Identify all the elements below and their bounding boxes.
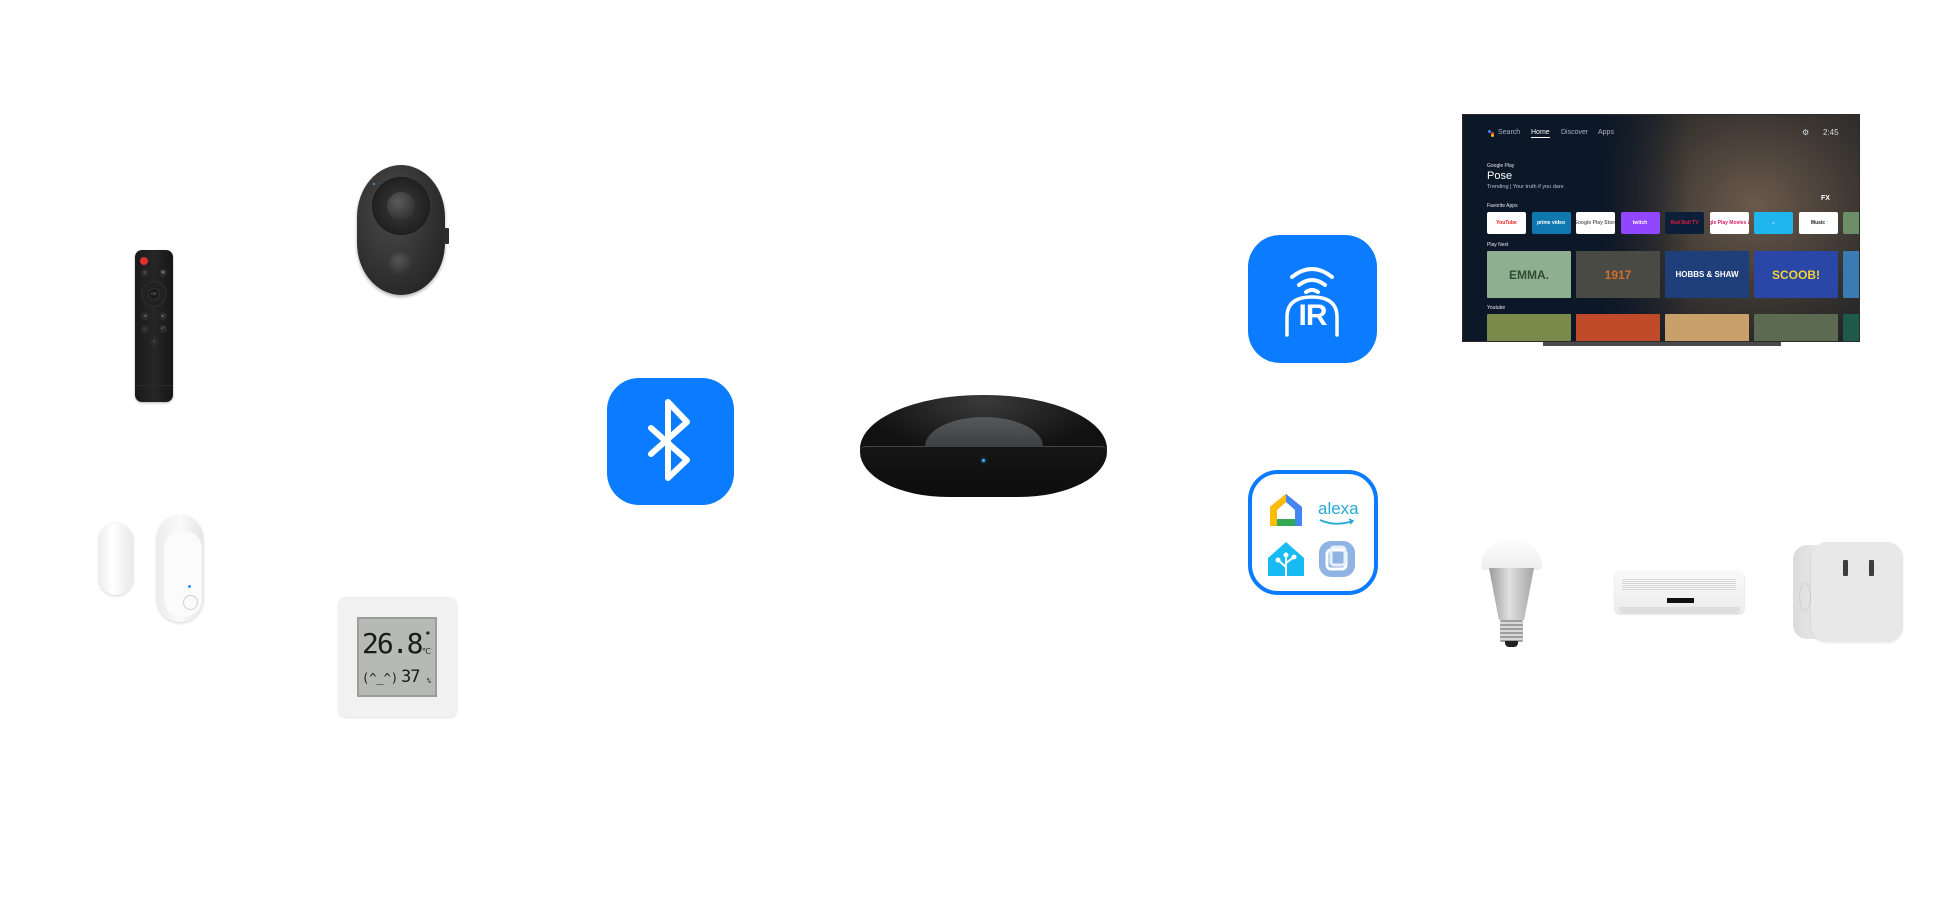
plug-slot: [1869, 560, 1874, 576]
gamepad-dpad-ring: [374, 179, 428, 233]
tv-youtube-thumbnail[interactable]: [1665, 314, 1749, 341]
tv-app-tile[interactable]: ⌂: [1754, 212, 1793, 234]
gamepad-joystick: [387, 192, 415, 220]
door-sensor-led: [188, 585, 191, 588]
humidity-unit: %: [426, 677, 431, 685]
google-assistant-icon: [1488, 130, 1494, 137]
gamepad-led: [373, 183, 375, 185]
tv-clock: 2:45: [1823, 128, 1839, 137]
gamepad-power-switch: [443, 228, 449, 244]
tv-feature-title: Pose: [1487, 170, 1513, 182]
tv-app-tile[interactable]: Music: [1798, 212, 1838, 234]
tv-app-tile[interactable]: Red Bull TV: [1665, 212, 1704, 234]
plug-slot: [1843, 560, 1848, 576]
tv-play-next-thumbnail[interactable]: EMMA.: [1487, 251, 1571, 298]
bulb-icon: [1480, 540, 1543, 648]
remote-ok-button: OK: [149, 289, 159, 299]
door-sensor-icon: [157, 515, 203, 622]
tv-youtube-thumbnail[interactable]: [1487, 314, 1571, 341]
tv-nav-apps[interactable]: Apps: [1598, 129, 1614, 136]
ir-label: IR: [1298, 299, 1328, 332]
tv-screen: Search Home Discover Apps ⚙ 2:45 Google …: [1462, 114, 1860, 342]
tv-app-tile[interactable]: twitch: [1620, 212, 1660, 234]
ir-wifi-icon: IR: [1248, 235, 1377, 363]
tv-app-tile[interactable]: [1843, 212, 1859, 234]
gamepad-icon: [357, 165, 449, 295]
tv-nav-home[interactable]: Home: [1531, 129, 1550, 138]
thermometer-icon: 26.8 ✱ ℃ (^_^) 37 %: [338, 597, 457, 717]
homey-icon: [1319, 541, 1355, 577]
remote-power-button: [140, 257, 148, 265]
tv-play-next-label: Play Next: [1487, 242, 1509, 248]
air-conditioner-icon: [1615, 571, 1744, 613]
tv-youtube-thumbnail[interactable]: [1843, 314, 1859, 341]
remote-mic-button: •: [150, 338, 158, 346]
remote-back-button: ↶: [159, 325, 167, 333]
home-assistant-icon: [1268, 542, 1304, 576]
remote-dpad: OK: [141, 281, 167, 307]
google-home-icon: [1270, 494, 1302, 526]
tv-app-tile[interactable]: Google Play Store: [1576, 212, 1615, 234]
temperature-unit: ℃: [422, 647, 431, 656]
gear-icon[interactable]: ⚙: [1802, 128, 1810, 137]
alexa-icon: alexa: [1318, 499, 1359, 518]
tv-source-label: Google Play: [1487, 163, 1515, 169]
door-sensor-button: [183, 595, 198, 610]
door-sensor-magnet-icon: [99, 523, 133, 595]
smart-plug-icon: [1793, 542, 1903, 642]
remote-vol-up-button: ▸: [159, 312, 167, 320]
tv-app-tile[interactable]: prime video: [1531, 212, 1571, 234]
tv-feature-subtitle: Trending | Your truth if you dare: [1487, 184, 1564, 190]
hub-led: [982, 459, 985, 462]
tv-youtube-thumbnail[interactable]: [1576, 314, 1660, 341]
remote-icon: ≡ ✱ OK ◂ ▸ ⌂ ↶ •: [135, 250, 173, 402]
remote-menu-button: ≡: [141, 269, 149, 277]
tv-youtube-thumbnail[interactable]: [1754, 314, 1838, 341]
tv-play-next-thumbnail[interactable]: [1843, 251, 1859, 298]
comfort-face: (^_^): [362, 671, 399, 685]
remote-vol-down-button: ◂: [141, 312, 149, 320]
tv-play-next-thumbnail[interactable]: SCOOB!: [1754, 251, 1838, 298]
remote-home-button: ⌂: [141, 325, 149, 333]
gamepad-button: [389, 252, 413, 276]
tv-nav-discover[interactable]: Discover: [1561, 129, 1589, 136]
tv-play-next-thumbnail[interactable]: 1917: [1576, 251, 1660, 298]
tv-favorite-apps-label: Favorite Apps: [1487, 203, 1518, 209]
smart-home-platforms-icon: alexa: [1248, 470, 1378, 595]
remote-settings-button: ✱: [159, 269, 167, 277]
bluetooth-icon: [607, 378, 734, 505]
tv-youtube-label: Youtube: [1487, 305, 1506, 311]
thermometer-bluetooth-icon: ✱: [425, 629, 430, 637]
thermometer-display: 26.8 ✱ ℃ (^_^) 37 %: [357, 617, 437, 697]
tv-app-tile[interactable]: Google Play Movies & TV: [1709, 212, 1749, 234]
plug-power-button: [1799, 583, 1811, 611]
temperature-value: 26.8: [362, 627, 423, 660]
tv-play-next-thumbnail[interactable]: HOBBS & SHAW: [1665, 251, 1749, 298]
tv-app-tile[interactable]: YouTube: [1487, 212, 1526, 234]
humidity-value: 37: [401, 667, 421, 687]
alexa-smile-icon: [1319, 518, 1355, 525]
tv-nav-search[interactable]: Search: [1498, 129, 1521, 136]
ir-hub-device: [860, 395, 1107, 497]
tv-channel-badge: FX: [1821, 195, 1830, 202]
tv-stand: [1543, 342, 1781, 346]
